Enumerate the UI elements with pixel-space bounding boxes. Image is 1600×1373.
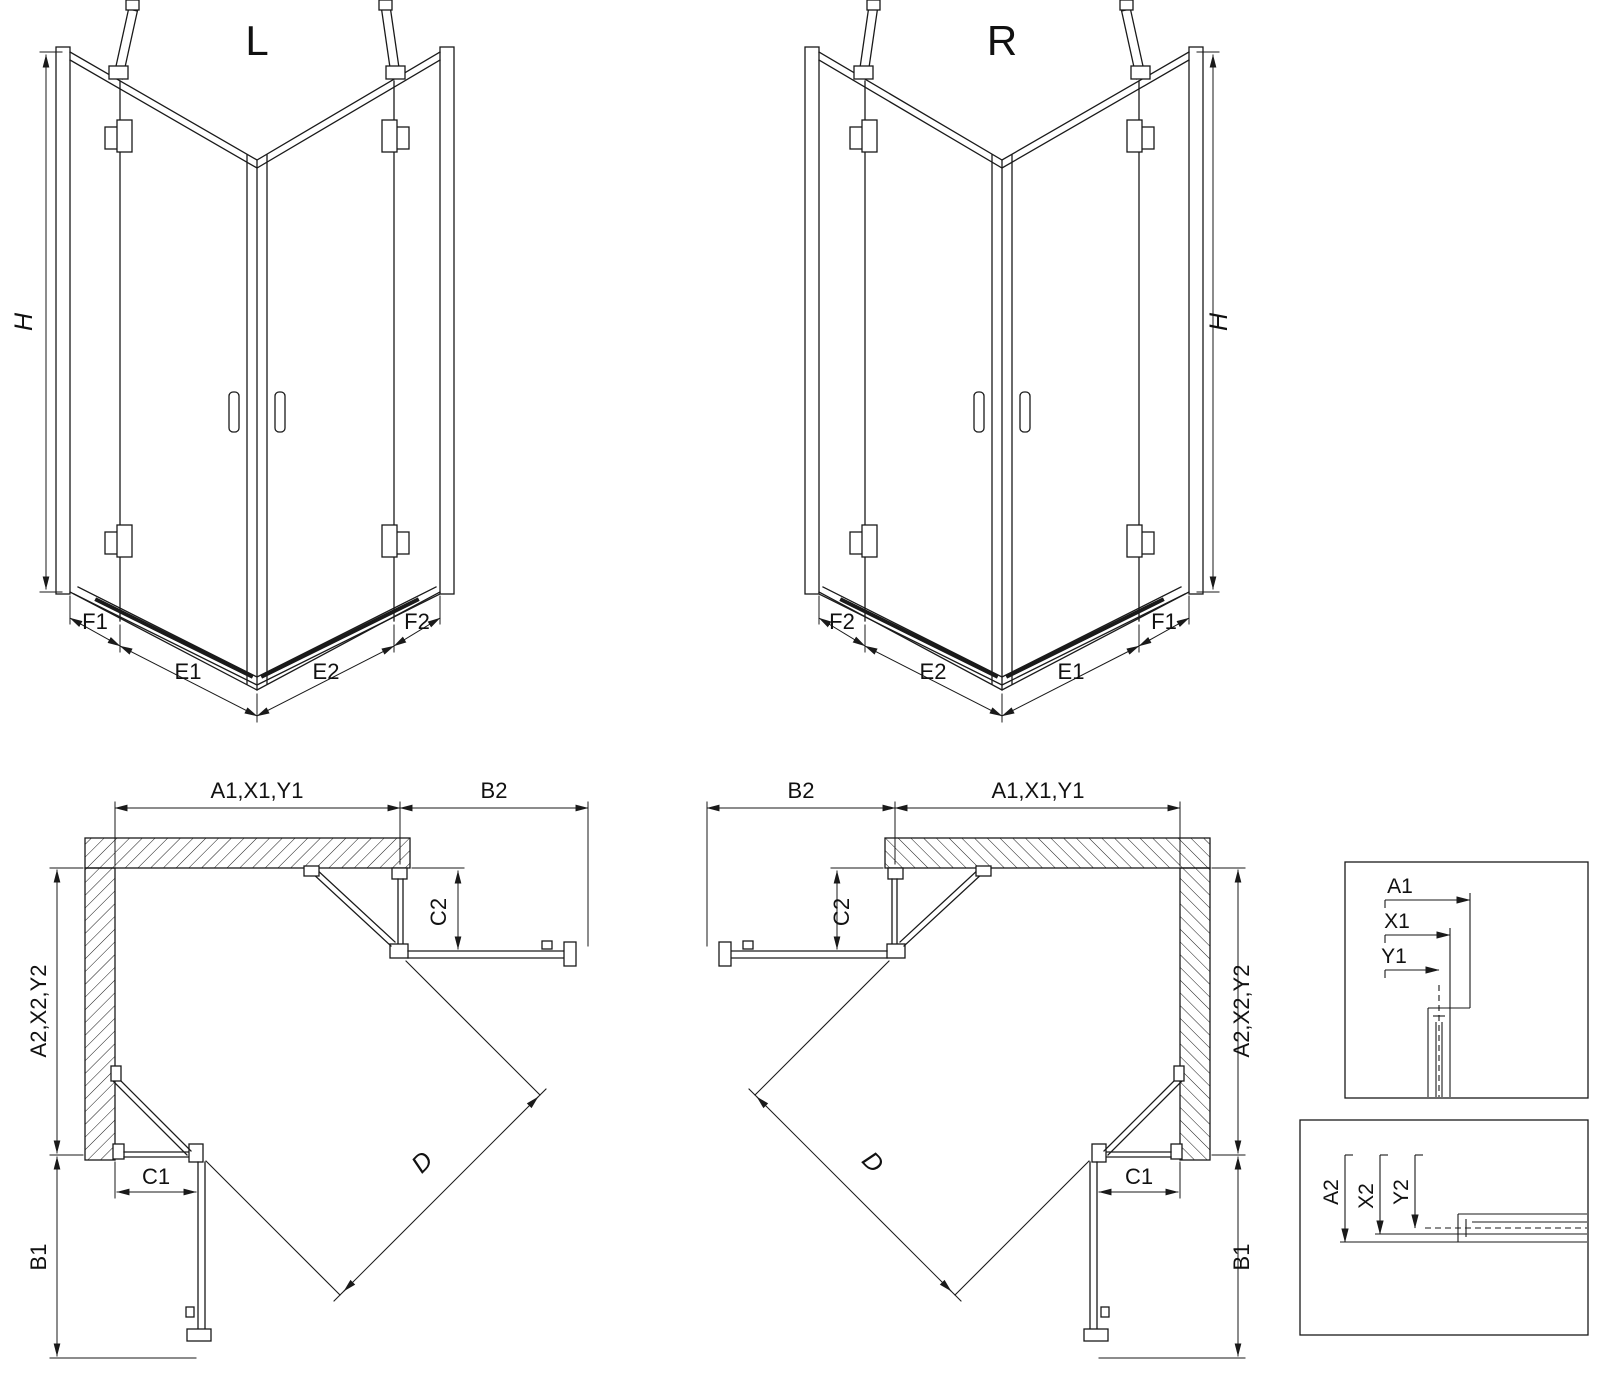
plan-right-dim-d: D <box>856 1146 889 1179</box>
detail-width-dim-y1: Y1 <box>1381 945 1407 968</box>
front-right-dim-f2: F2 <box>829 609 855 634</box>
detail-width-dim-x1: X1 <box>1384 910 1410 933</box>
plan-right-dim-b2: B2 <box>788 778 815 803</box>
plan-left-dim-c1: C1 <box>142 1164 170 1189</box>
detail-depth-dim-x2: X2 <box>1355 1183 1378 1209</box>
detail-width-box <box>1344 861 1589 1099</box>
plan-right-dim-b1: B1 <box>1229 1244 1254 1271</box>
front-right-dim-e1: E1 <box>1058 659 1085 684</box>
detail-depth-frame <box>1299 1119 1589 1336</box>
front-left-dim-f1: F1 <box>82 609 108 634</box>
plan-left-view <box>50 802 588 1358</box>
front-left-dim-e2: E2 <box>313 659 340 684</box>
detail-width-frame <box>1344 861 1589 1099</box>
front-right-dim-e2: E2 <box>920 659 947 684</box>
front-right-dim-f1: F1 <box>1151 609 1177 634</box>
plan-right-dim-a2: A2,X2,Y2 <box>1229 965 1254 1058</box>
plan-right-dim-c2: C2 <box>829 898 854 926</box>
detail-depth-box <box>1299 1119 1589 1336</box>
plan-right-dim-a1: A1,X1,Y1 <box>992 778 1085 803</box>
front-left-dim-f2: F2 <box>404 609 430 634</box>
detail-width-dim-a1: A1 <box>1387 875 1413 898</box>
plan-left-dim-a1: A1,X1,Y1 <box>211 778 304 803</box>
labels-layer: L H F1 E1 E2 F2 R H F2 E2 E1 F1 A1,X1,Y1… <box>10 17 1413 1270</box>
front-left-dim-h: H <box>10 312 38 331</box>
front-right-variant-label: R <box>987 17 1017 64</box>
plan-left-dim-d: D <box>406 1146 439 1179</box>
plan-left-dim-c2: C2 <box>426 898 451 926</box>
front-right-dim-h: H <box>1205 312 1233 331</box>
plan-left-dim-b2: B2 <box>481 778 508 803</box>
front-left-dim-e1: E1 <box>175 659 202 684</box>
plan-right-dim-c1: C1 <box>1125 1164 1153 1189</box>
detail-depth-dim-a2: A2 <box>1320 1179 1343 1205</box>
detail-depth-dim-y2: Y2 <box>1390 1179 1413 1205</box>
front-left-variant-label: L <box>245 17 268 64</box>
plan-right-view <box>707 802 1245 1358</box>
plan-left-dim-a2: A2,X2,Y2 <box>26 965 51 1058</box>
plan-left-dim-b1: B1 <box>26 1244 51 1271</box>
